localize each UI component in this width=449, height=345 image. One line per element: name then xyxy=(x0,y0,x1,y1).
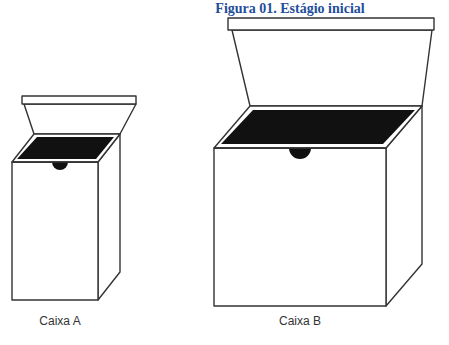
figure-title: Figura 01. Estágio inicial xyxy=(215,1,364,17)
box-b xyxy=(214,18,434,306)
box-a xyxy=(12,96,136,300)
box-label: Caixa B xyxy=(279,314,321,328)
box-label: Caixa A xyxy=(39,314,80,328)
